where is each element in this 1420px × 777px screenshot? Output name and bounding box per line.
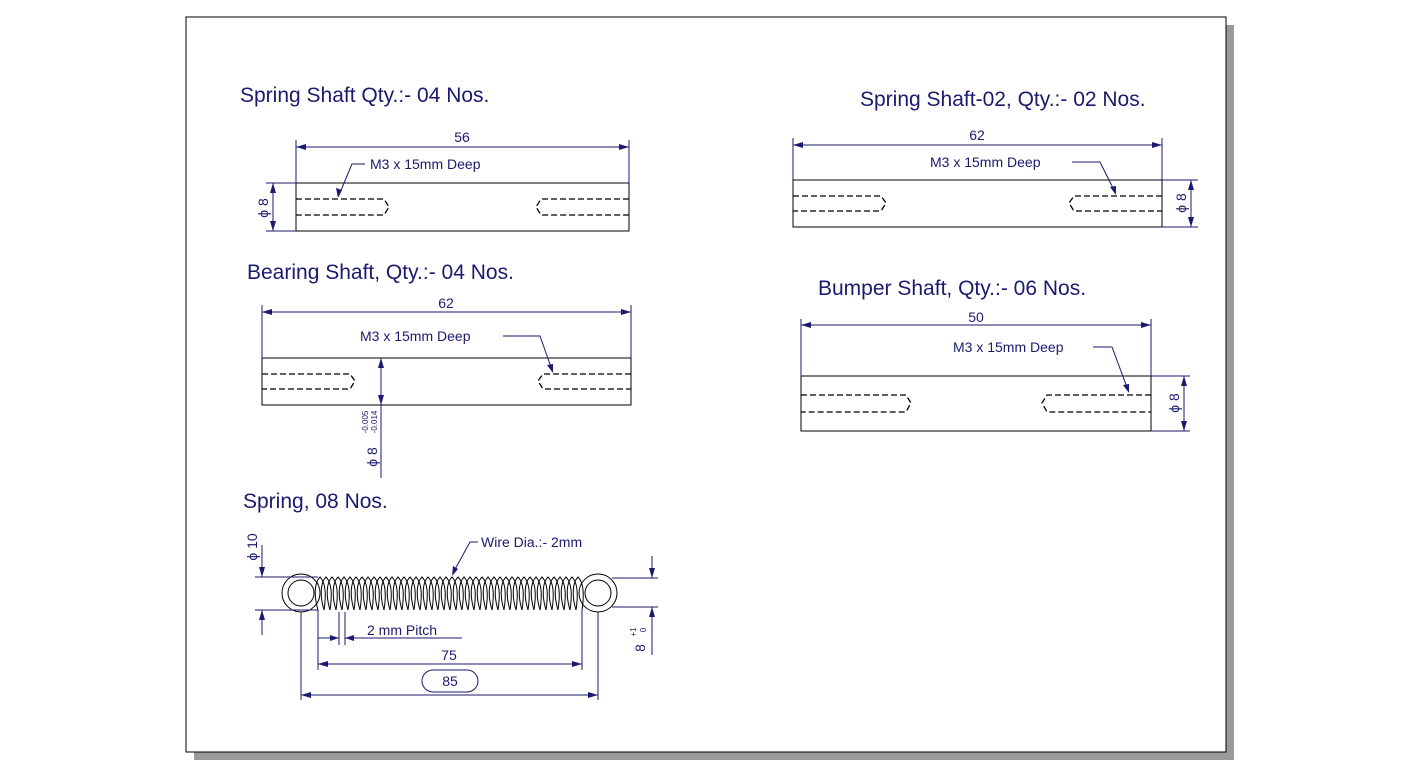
spring-shaft-02-title: Spring Shaft-02, Qty.:- 02 Nos. — [860, 88, 1146, 111]
spring-coil — [320, 576, 332, 611]
bearing-shaft-view: Bearing Shaft, Qty.:- 04 Nos. 62 M3 x 15… — [247, 261, 632, 478]
spring-coil — [512, 576, 524, 611]
spring-coil — [488, 576, 500, 611]
bumper-shaft-view: Bumper Shaft, Qty.:- 06 Nos. 50 M3 x 15m… — [800, 277, 1190, 432]
spring-shaft-note: M3 x 15mm Deep — [370, 156, 481, 172]
bearing-shaft-tol-lower: -0.014 — [370, 410, 379, 433]
bearing-shaft-length-dim: 62 — [438, 295, 454, 311]
bumper-shaft-title: Bumper Shaft, Qty.:- 06 Nos. — [818, 277, 1086, 300]
spring-shaft-02-hole-right — [1068, 195, 1162, 212]
spring-coil — [566, 576, 578, 611]
spring-coil — [536, 576, 548, 611]
spring-coil — [428, 576, 440, 611]
spring-coil — [434, 576, 446, 611]
spring-coil — [548, 576, 560, 611]
spring-coil — [440, 576, 452, 611]
spring-coil — [518, 576, 530, 611]
spring-view: Spring, 08 Nos. ϕ 10 Wire Dia.:- 2mm 8 +… — [243, 490, 658, 700]
spring-coil — [506, 576, 518, 611]
spring-coil — [572, 576, 584, 611]
spring-shaft-length-dim: 56 — [454, 129, 470, 145]
bearing-shaft-note: M3 x 15mm Deep — [360, 328, 471, 344]
spring-coil — [368, 576, 380, 611]
spring-coil — [314, 576, 326, 611]
spring-shaft-02-view: Spring Shaft-02, Qty.:- 02 Nos. 62 M3 x … — [792, 88, 1198, 228]
spring-coil — [452, 576, 464, 611]
bearing-shaft-hole-right — [537, 373, 631, 390]
bearing-shaft-body — [261, 357, 632, 406]
spring-coil — [362, 576, 374, 611]
spring-coil — [398, 576, 410, 611]
spring-body-dim: 75 — [441, 647, 457, 663]
spring-dia-dim: ϕ 10 — [244, 533, 260, 561]
spring-total-dim-box — [421, 669, 479, 693]
spring-coil-body — [314, 576, 584, 611]
spring-hook-tol-upper: +1 — [629, 627, 638, 637]
spring-coil — [500, 576, 512, 611]
spring-coil — [554, 576, 566, 611]
spring-shaft-hole-left — [296, 198, 390, 216]
spring-coil — [524, 576, 536, 611]
spring-coil — [338, 576, 350, 611]
spring-coil — [542, 576, 554, 611]
spring-coil — [374, 576, 386, 611]
bumper-shaft-length-dim: 50 — [968, 309, 984, 325]
spring-coil — [458, 576, 470, 611]
spring-coil — [344, 576, 356, 611]
spring-coil — [494, 576, 506, 611]
spring-coil — [560, 576, 572, 611]
spring-shaft-02-length-dim: 62 — [969, 127, 985, 143]
bumper-shaft-note: M3 x 15mm Deep — [953, 339, 1064, 355]
spring-shaft-02-note: M3 x 15mm Deep — [930, 154, 1041, 170]
spring-shaft-02-body — [792, 179, 1163, 228]
spring-shaft-02-dia-dim: ϕ 8 — [1173, 193, 1189, 213]
spring-wire-note: Wire Dia.:- 2mm — [481, 534, 582, 550]
drawing-sheet — [185, 16, 1227, 753]
spring-shaft-hole-right — [535, 198, 629, 216]
spring-coil — [380, 576, 392, 611]
spring-shaft-02-hole-left — [793, 195, 887, 212]
spring-title: Spring, 08 Nos. — [243, 490, 388, 513]
spring-total-dim: 85 — [442, 673, 458, 689]
spring-shaft-view: Spring Shaft Qty.:- 04 Nos. 56 M3 x 15mm… — [240, 84, 630, 232]
spring-coil — [332, 576, 344, 611]
spring-coil — [482, 576, 494, 611]
spring-coil — [476, 576, 488, 611]
spring-shaft-title: Spring Shaft Qty.:- 04 Nos. — [240, 84, 489, 107]
spring-coil — [422, 576, 434, 611]
spring-coil — [530, 576, 542, 611]
spring-coil — [464, 576, 476, 611]
bearing-shaft-dia-dim: ϕ 8 — [364, 447, 380, 467]
bearing-shaft-hole-left — [262, 373, 356, 390]
spring-coil — [416, 576, 428, 611]
bearing-shaft-title: Bearing Shaft, Qty.:- 04 Nos. — [247, 261, 514, 284]
spring-hook-tol-lower: 0 — [639, 627, 648, 632]
spring-coil — [446, 576, 458, 611]
spring-coil — [404, 576, 416, 611]
bearing-shaft-tol-upper: -0.005 — [361, 410, 370, 433]
bumper-shaft-hole-right — [1041, 394, 1151, 413]
bumper-shaft-body — [800, 375, 1152, 432]
spring-coil — [470, 576, 482, 611]
spring-pitch-note: 2 mm Pitch — [367, 622, 437, 638]
spring-coil — [410, 576, 422, 611]
spring-coil — [326, 576, 338, 611]
spring-coil — [392, 576, 404, 611]
spring-coil — [356, 576, 368, 611]
bumper-shaft-dia-dim: ϕ 8 — [1166, 393, 1182, 413]
spring-shaft-dia-dim: ϕ 8 — [255, 198, 271, 218]
spring-shaft-body — [295, 182, 630, 232]
spring-coil — [386, 576, 398, 611]
spring-hook-dim: 8 — [632, 644, 648, 652]
spring-coil — [350, 576, 362, 611]
